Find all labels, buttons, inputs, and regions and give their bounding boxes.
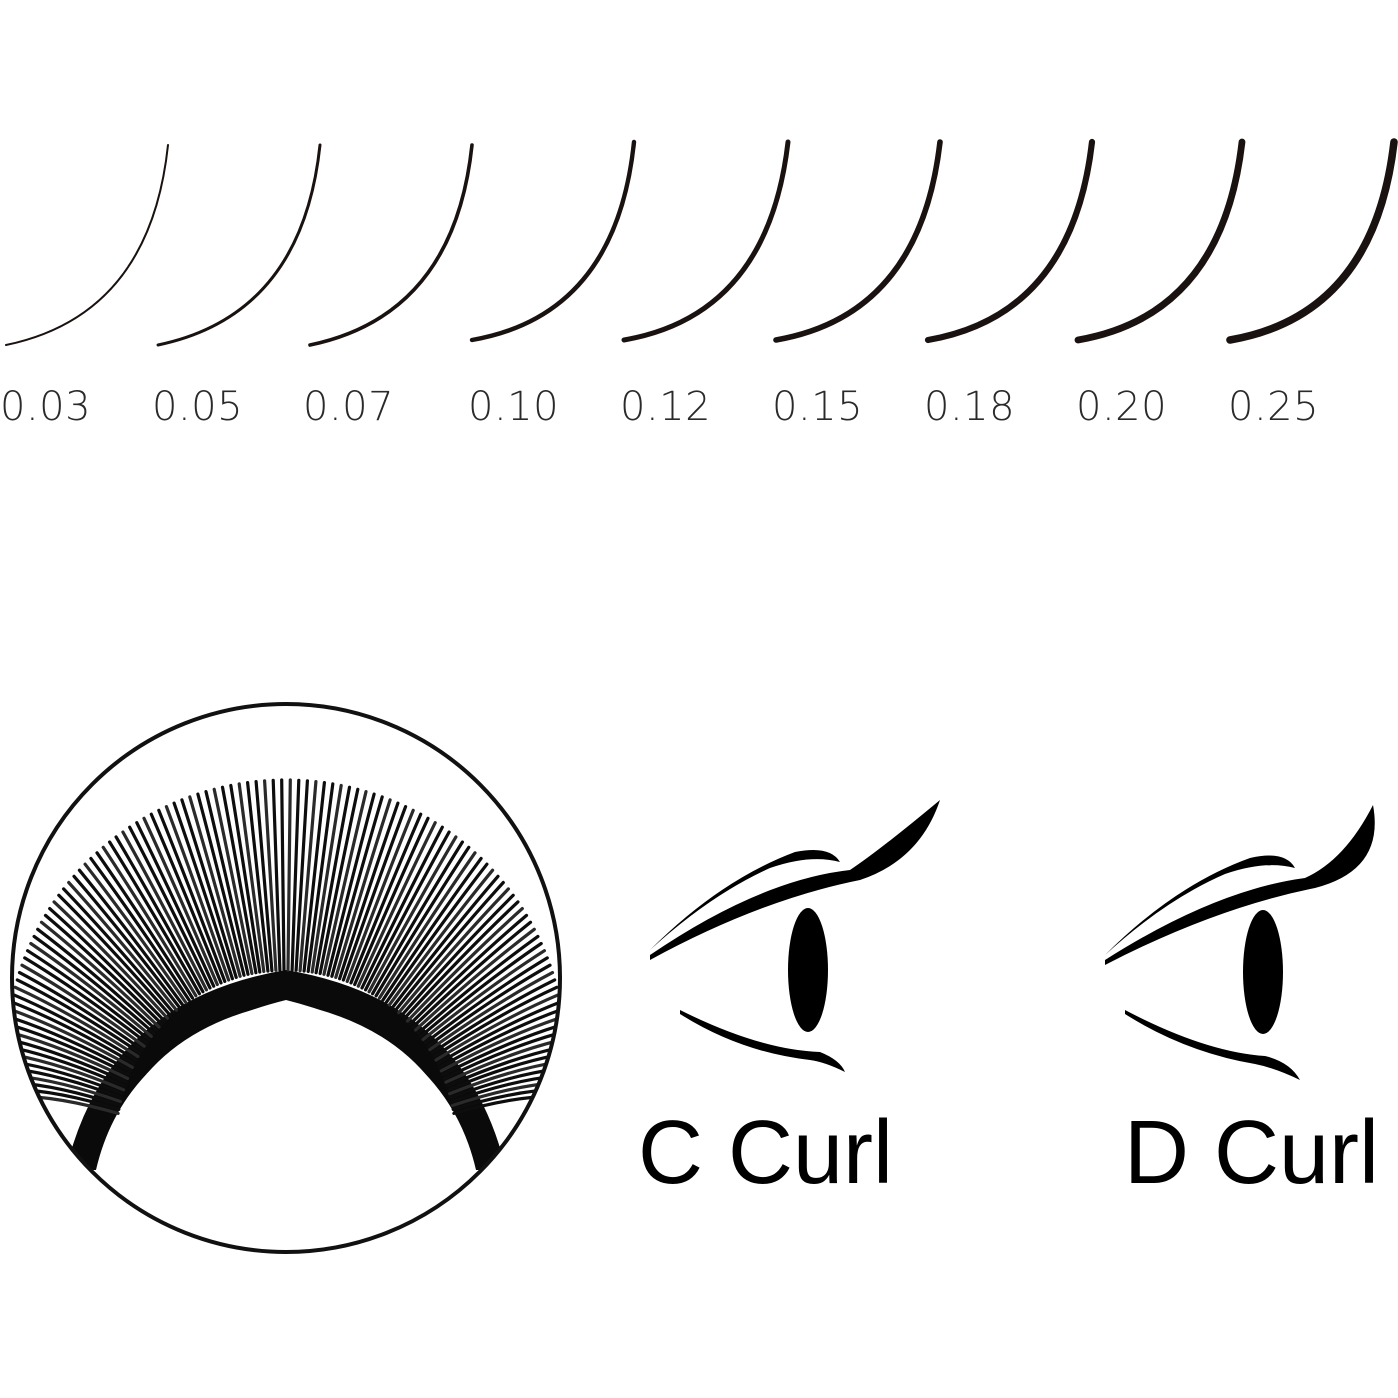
lash-curve-020 (1072, 130, 1272, 360)
c-curl-label: C Curl (638, 1103, 894, 1203)
thickness-label: 0.10 (468, 384, 560, 430)
thickness-label: 0.03 (0, 384, 92, 430)
lash-curve-003 (0, 130, 200, 360)
lash-curve-015 (770, 130, 970, 360)
lash-curve-012 (618, 130, 818, 360)
lash-curve-005 (152, 130, 352, 360)
thickness-label: 0.07 (303, 384, 395, 430)
thickness-label: 0.15 (772, 384, 864, 430)
lash-curve-007 (304, 130, 504, 360)
thickness-label: 0.05 (152, 384, 244, 430)
thickness-label: 0.18 (924, 384, 1016, 430)
lash-curve-025 (1224, 130, 1398, 360)
thickness-label: 0.12 (620, 384, 712, 430)
thickness-chart: 0.03 0.05 0.07 0.10 0.12 0.15 0.18 0.20 … (0, 0, 1398, 460)
lash-curve-018 (922, 130, 1122, 360)
lash-strip-closeup (6, 700, 566, 1260)
thickness-label: 0.25 (1228, 384, 1320, 430)
thickness-label: 0.20 (1076, 384, 1168, 430)
d-curl-eye-icon (1095, 790, 1398, 1090)
d-curl-label: D Curl (1124, 1103, 1380, 1203)
lash-curve-010 (466, 130, 666, 360)
c-curl-eye-icon (640, 790, 960, 1090)
